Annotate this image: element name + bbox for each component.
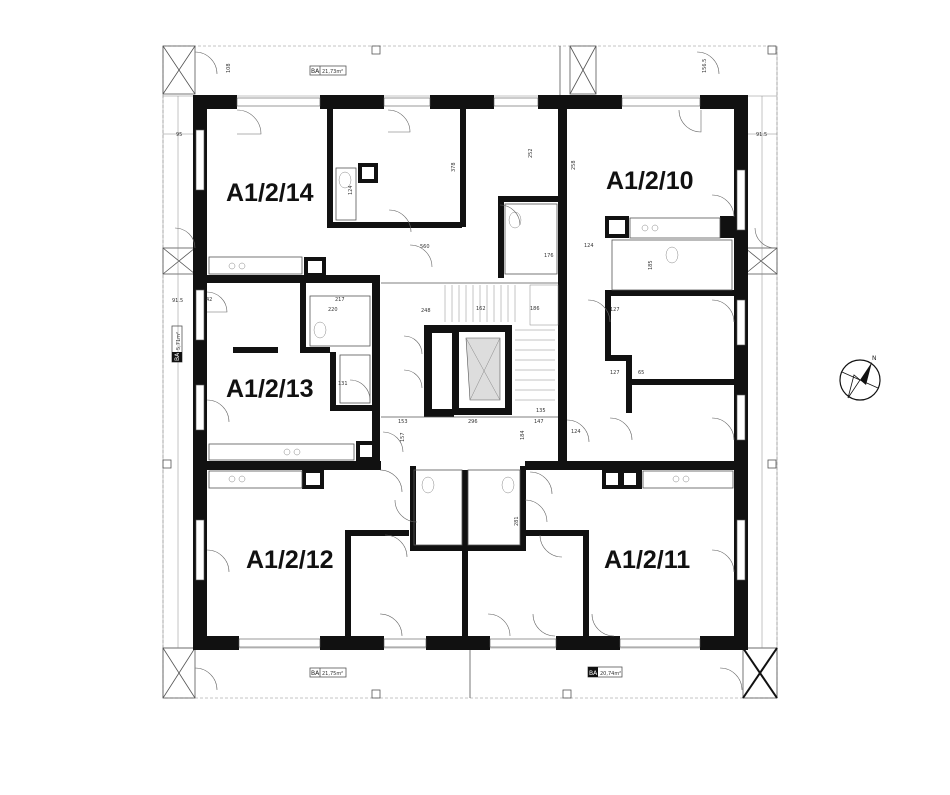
shafts <box>302 163 734 489</box>
dim-top-right: 156.5 <box>702 59 708 73</box>
dim-top-left: 108 <box>226 63 232 73</box>
balcony-tag-top-code: BA <box>311 68 320 75</box>
dim-127-b: 127 <box>610 370 620 376</box>
dim-147: 147 <box>534 419 544 425</box>
dim-186: 186 <box>530 306 540 312</box>
dimension-labels: 108 156.5 95 91.5 91.5 560 378 252 258 1… <box>172 59 767 526</box>
dim-248: 248 <box>421 308 431 314</box>
balcony-tag-left: BA 5,71m² <box>171 325 183 363</box>
balcony-tag-left-code: BA <box>174 352 181 361</box>
dim-124-b: 124 <box>584 243 594 249</box>
dim-153: 153 <box>398 419 408 425</box>
dim-65: 65 <box>638 370 644 376</box>
balcony-tag-bottom-left: BA 21,75m² <box>309 667 347 678</box>
door-swings <box>174 51 776 691</box>
balcony-tag-top-area: 21,73m² <box>322 69 343 75</box>
apartment-label-11: A1/2/11 <box>604 546 690 574</box>
dim-135: 135 <box>536 408 546 414</box>
balcony-tag-left-area: 5,71m² <box>176 332 182 350</box>
side-railings <box>163 96 777 648</box>
north-arrow-icon: N <box>839 355 881 401</box>
dim-560: 560 <box>420 244 430 250</box>
dim-220: 220 <box>328 307 338 313</box>
dim-296: 296 <box>468 419 478 425</box>
stair-treads <box>444 284 559 401</box>
balcony-tag-bottom-right-area: 20,74m² <box>600 671 621 677</box>
apartment-label-14: A1/2/14 <box>226 179 314 207</box>
dim-176: 176 <box>544 253 554 259</box>
dim-185: 185 <box>648 260 654 270</box>
balcony-tag-bottom-right: BA 20,74m² <box>587 666 623 678</box>
dim-184: 184 <box>520 430 526 440</box>
dim-left-915: 91.5 <box>172 298 183 304</box>
dim-127-a: 127 <box>610 307 620 313</box>
balcony-tag-bottom-left-code: BA <box>311 670 320 677</box>
balcony-tag-bottom-right-code: BA <box>589 670 598 677</box>
apartment-label-12: A1/2/12 <box>246 546 334 574</box>
apartment-label-10: A1/2/10 <box>606 167 694 195</box>
dim-42: 42 <box>206 297 212 303</box>
windows <box>195 97 746 648</box>
interior-walls <box>207 95 734 636</box>
dim-281: 281 <box>514 516 520 526</box>
apartment-label-13: A1/2/13 <box>226 375 314 403</box>
north-label: N <box>872 355 877 362</box>
balcony-tag-bottom-left-area: 21,75m² <box>322 671 343 677</box>
dim-124-a: 124 <box>348 185 354 195</box>
fixtures <box>208 167 734 546</box>
dim-162: 162 <box>476 306 486 312</box>
dim-right-915: 91.5 <box>756 132 767 138</box>
balcony-tag-top: BA 21,73m² <box>309 65 347 76</box>
terrace-outline <box>162 45 778 699</box>
dim-157: 157 <box>400 432 406 442</box>
dim-378: 378 <box>451 162 457 172</box>
balcony-columns <box>162 45 778 699</box>
dim-131: 131 <box>338 381 348 387</box>
dim-217: 217 <box>335 297 345 303</box>
stair-core <box>381 282 559 418</box>
dim-252: 252 <box>528 148 534 158</box>
dim-left-95: 95 <box>176 132 182 138</box>
dim-124-c: 124 <box>571 429 581 435</box>
dim-258: 258 <box>571 160 577 170</box>
